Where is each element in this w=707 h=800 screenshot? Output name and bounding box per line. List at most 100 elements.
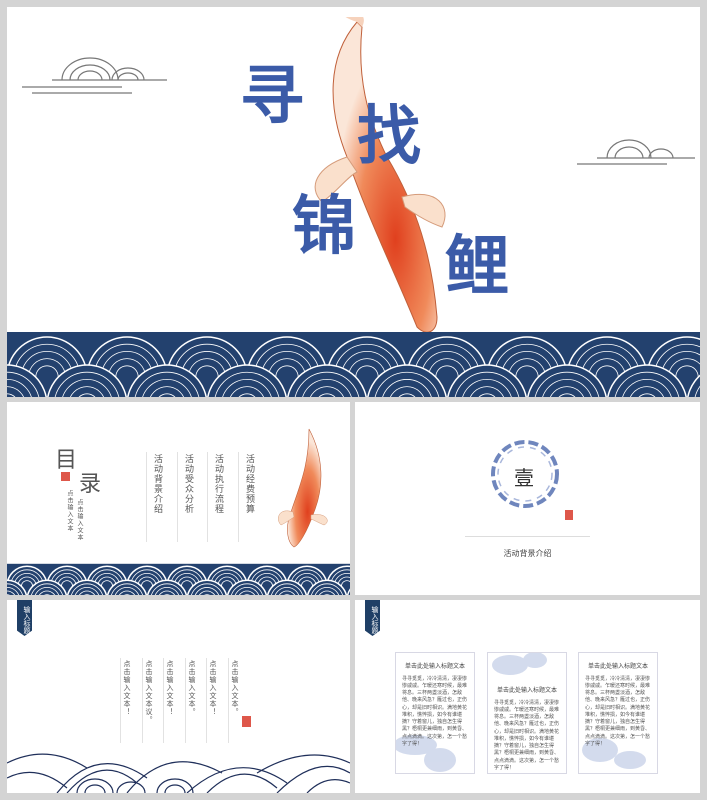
wave-arc <box>286 565 328 587</box>
wave-arc <box>10 569 44 587</box>
wave-arc <box>141 580 153 587</box>
wave-arc <box>406 336 488 378</box>
wave-arc <box>275 365 299 378</box>
wave-pattern <box>7 563 350 595</box>
wave-arc <box>435 365 459 378</box>
wave-arc <box>341 580 350 587</box>
wave-arc <box>413 343 481 378</box>
wave-arc <box>31 583 63 595</box>
wave-arc <box>7 379 32 397</box>
wave-arc <box>246 336 328 378</box>
wave-arc <box>54 371 120 397</box>
card-body[interactable]: 寻寻觅觅，冷冷清清，凄凄惨惨戚戚。乍暖还寒时候，最难将息。三杯两盏淡酒，怎敌他、… <box>494 699 560 771</box>
text-card[interactable]: 单击此处输入标题文本 寻寻觅觅，冷冷清清，凄凄惨惨戚戚。乍暖还寒时候，最难将息。… <box>578 652 658 774</box>
text-column[interactable]: 点击输入文本。 <box>188 660 196 716</box>
wave-arc <box>34 587 60 595</box>
text-card[interactable]: 单击此处输入标题文本 寻寻觅觅，冷冷清清，凄凄惨惨戚戚。乍暖还寒时候，最难将息。… <box>395 652 475 774</box>
cover-slide[interactable]: 寻 找 锦 鲤 <box>7 7 700 397</box>
koi-fish-illustration <box>278 428 328 548</box>
wave-arc <box>114 587 140 595</box>
wave-arc <box>478 393 496 397</box>
wave-arc <box>470 386 504 397</box>
divider <box>146 452 147 542</box>
wave-arc <box>198 590 216 595</box>
wave-arc <box>493 343 561 378</box>
fish-ring-icon <box>491 440 559 508</box>
wave-arc <box>221 580 233 587</box>
wave-arc <box>508 358 546 378</box>
wave-arc <box>355 365 379 378</box>
wave-arc <box>301 580 313 587</box>
wave-arc <box>238 393 256 397</box>
wave-arc <box>382 379 432 397</box>
wave-arc <box>326 336 408 378</box>
text-column[interactable]: 点击输入文本！ <box>123 660 131 716</box>
divider <box>177 452 178 542</box>
section-slide[interactable]: 壹 活动背景介绍 <box>355 402 700 595</box>
koi-fish-illustration <box>314 17 446 333</box>
card-body[interactable]: 寻寻觅觅，冷冷清清，凄凄惨惨戚戚。乍暖还寒时候，最难将息。三杯两盏淡酒，怎敌他、… <box>585 675 651 747</box>
wave-arc <box>166 565 208 587</box>
wave-arc <box>86 565 128 587</box>
wave-arc <box>46 565 88 587</box>
red-seal <box>61 472 70 481</box>
wave-arc <box>191 583 223 595</box>
divider <box>120 658 121 743</box>
wave-arc <box>653 343 700 378</box>
wave-arc <box>188 358 226 378</box>
wave-arc <box>13 343 81 378</box>
toc-item[interactable]: 活动执行流程 <box>213 454 223 514</box>
card-title[interactable]: 单击此处输入标题文本 <box>587 663 648 670</box>
wave-arc <box>318 393 336 397</box>
wave-arc <box>70 386 104 397</box>
card-title[interactable]: 单击此处输入标题文本 <box>496 687 557 694</box>
wave-arc <box>90 569 124 587</box>
cards-slide[interactable]: 输入标题 单击此处输入标题文本 寻寻觅觅，冷冷清清，凄凄惨惨戚戚。乍暖还寒时候，… <box>355 600 700 793</box>
wave-arc <box>74 587 100 595</box>
card-body[interactable]: 寻寻觅觅，冷冷清清，凄凄惨惨戚戚。乍暖还寒时候，最难将息。三杯两盏淡酒，怎敌他、… <box>402 675 468 747</box>
text-column[interactable]: 点击输入文本议。 <box>145 660 153 724</box>
wave-arc <box>126 565 168 587</box>
cloud-icon <box>577 139 695 165</box>
wave-arc <box>278 590 296 595</box>
toc-item[interactable]: 活动背景介绍 <box>152 454 162 514</box>
wave-arc <box>246 565 288 587</box>
wave-arc <box>62 379 112 397</box>
wave-arc <box>622 379 672 397</box>
wave-arc <box>261 351 313 378</box>
divider <box>465 536 590 537</box>
text-column[interactable]: 点击输入文本。 <box>231 660 239 716</box>
divider <box>238 452 239 542</box>
wave-arc <box>166 336 248 378</box>
wave-arc <box>454 371 520 397</box>
wave-arc <box>108 358 146 378</box>
wave-arc <box>595 365 619 378</box>
wave-arc <box>206 565 248 587</box>
wave-arc <box>428 358 466 378</box>
wave-arc <box>661 351 700 378</box>
text-slide[interactable]: 输入标题 点击输入文本！ 点击输入文本议。 点击输入文本！ 点击输入文本。 点击… <box>7 600 350 793</box>
wave-arc <box>310 386 344 397</box>
text-column[interactable]: 点击输入文本！ <box>166 660 174 716</box>
toc-slide[interactable]: 目 录 点击输入文本 点击输入文本 活动背景介绍 活动受众分析 活动执行流程 活… <box>7 402 350 595</box>
toc-subtitle: 点击输入文本 <box>66 490 73 532</box>
wave-arc <box>78 393 96 397</box>
wave-arc <box>550 386 584 397</box>
wave-arc <box>130 569 164 587</box>
text-card[interactable]: 单击此处输入标题文本 寻寻觅觅，冷冷清清，凄凄惨惨戚戚。乍暖还寒时候，最难将息。… <box>487 652 567 774</box>
wave-arc <box>78 590 96 595</box>
text-column[interactable]: 点击输入文本！ <box>209 660 217 716</box>
divider <box>163 658 164 743</box>
toc-subtitle: 点击输入文本 <box>76 499 83 541</box>
divider <box>142 658 143 743</box>
wave-arc <box>271 583 303 595</box>
red-seal <box>242 716 251 727</box>
wave-arc <box>38 590 56 595</box>
title-char: 寻 <box>240 60 304 134</box>
toc-item[interactable]: 活动受众分析 <box>183 454 193 514</box>
wave-arc <box>573 343 641 378</box>
divider <box>228 658 229 743</box>
title-char: 锦 <box>292 190 356 264</box>
card-title[interactable]: 单击此处输入标题文本 <box>404 663 465 670</box>
toc-item[interactable]: 活动经费预算 <box>244 454 254 514</box>
